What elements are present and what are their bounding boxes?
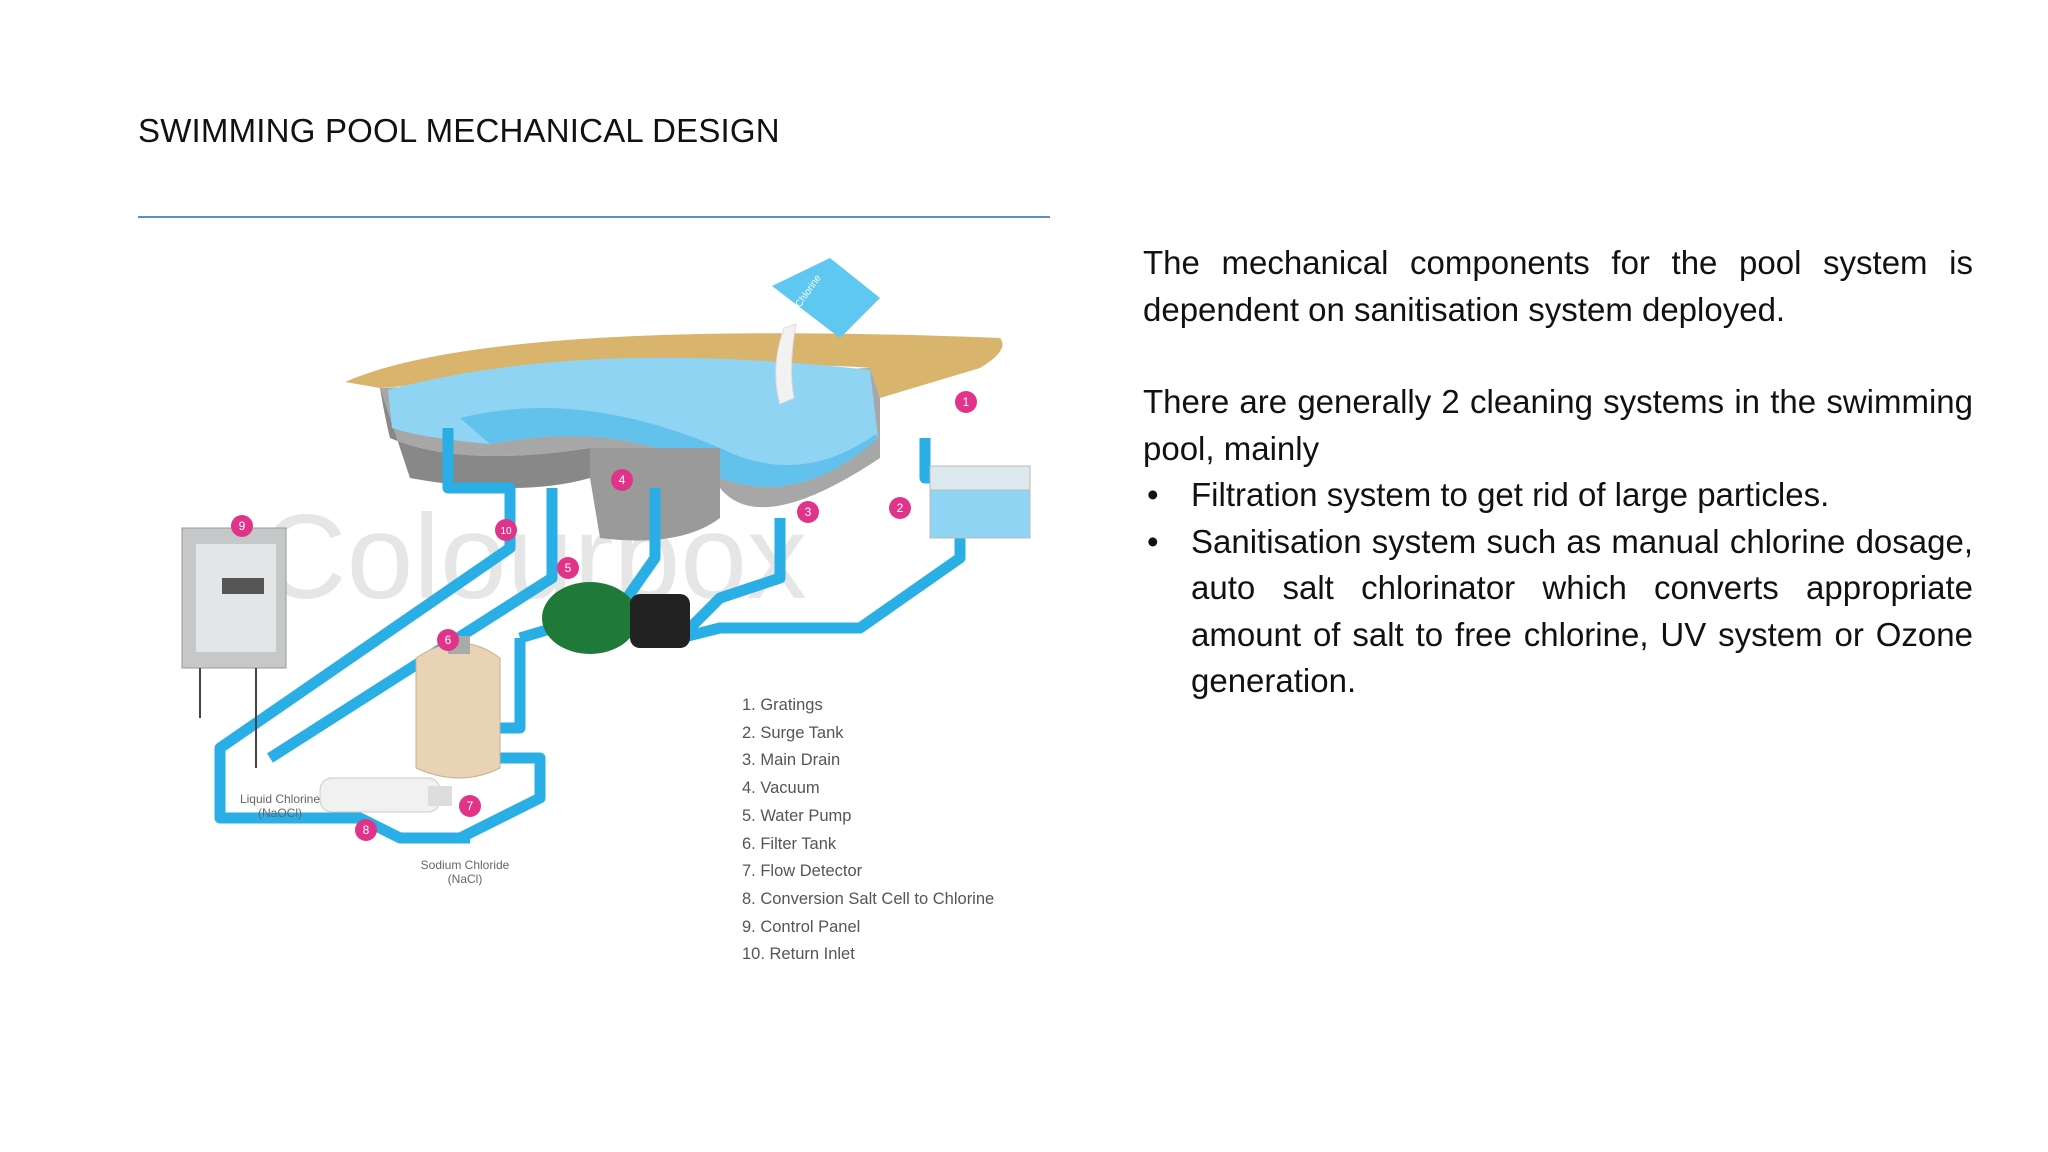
return-pipe-left — [214, 428, 516, 844]
pool-diagram-svg: Colourbox Chlorine — [181, 258, 1031, 844]
control-panel-display — [222, 578, 264, 594]
systems-bullet-list: • Filtration system to get rid of large … — [1143, 472, 1973, 705]
marker-7 — [459, 795, 481, 817]
chlorine-pour — [775, 323, 797, 405]
liquid-chlorine-line-1: Liquid Chlorine — [239, 792, 321, 806]
marker-1 — [955, 391, 977, 413]
watermark-text: Colourbox — [260, 490, 807, 624]
marker-8-text: 8 — [363, 823, 370, 837]
bullet-sanitisation: • Sanitisation system such as manual chl… — [1143, 519, 1973, 705]
marker-9-text: 9 — [239, 519, 246, 533]
marker-10 — [495, 519, 517, 541]
water-pump-motor — [542, 582, 638, 654]
title-underline — [138, 216, 1050, 218]
paragraph-spacer — [1143, 333, 1973, 379]
bullet-filtration: • Filtration system to get rid of large … — [1143, 472, 1973, 519]
control-panel-face — [196, 544, 276, 652]
marker-2-text: 2 — [897, 501, 904, 515]
marker-10-text: 10 — [500, 526, 512, 537]
chlorine-bag — [772, 258, 880, 338]
pool-system-diagram: Colourbox Chlorine — [160, 238, 1040, 978]
marker-2 — [889, 497, 911, 519]
bullet-filtration-text: Filtration system to get rid of large pa… — [1191, 476, 1830, 513]
slide-title: SWIMMING POOL MECHANICAL DESIGN — [138, 112, 780, 149]
sodium-chloride-line-2: (NaCl) — [447, 872, 483, 886]
marker-1-text: 1 — [963, 395, 970, 409]
sodium-chloride-line-1: Sodium Chloride — [420, 858, 510, 872]
diagram-legend: 1. Gratings 2. Surge Tank 3. Main Drain … — [742, 692, 994, 969]
intro-paragraph: The mechanical components for the pool s… — [1143, 244, 1973, 328]
pool-wall-shade — [380, 388, 590, 488]
marker-5-text: 5 — [565, 561, 572, 575]
marker-6-text: 6 — [445, 633, 452, 647]
marker-7-text: 7 — [467, 799, 474, 813]
marker-group: 1 2 3 4 5 6 7 8 9 10 — [231, 391, 977, 841]
marker-3-text: 3 — [805, 505, 812, 519]
surge-tank-pipe — [678, 438, 966, 644]
filter-to-cell-pipe — [457, 752, 546, 843]
legend-item: 8. Conversion Salt Cell to Chlorine — [742, 889, 995, 908]
surge-tank — [929, 485, 1031, 539]
legend-item: 9. Control Panel — [742, 917, 861, 936]
surge-tank-top — [929, 465, 1031, 491]
filter-tank — [415, 642, 501, 779]
water-pump-housing — [630, 594, 690, 648]
pool-water-deep — [460, 408, 878, 487]
marker-3 — [797, 501, 819, 523]
legend-item: 1. Gratings — [742, 696, 823, 714]
liquid-chlorine-label: Liquid Chlorine (NaOCl) — [220, 792, 340, 820]
return-pipe-inlet — [267, 488, 558, 763]
body-text-block: The mechanical components for the pool s… — [1143, 240, 1973, 705]
marker-4-text: 4 — [619, 473, 626, 487]
marker-8 — [355, 819, 377, 841]
legend-item: 2. Surge Tank — [742, 723, 844, 742]
systems-paragraph: There are generally 2 cleaning systems i… — [1143, 383, 1973, 467]
bullet-dot: • — [1147, 522, 1159, 560]
main-drain-pipe — [676, 518, 786, 642]
bullet-sanitisation-text: Sanitisation system such as manual chlor… — [1191, 522, 1973, 700]
liquid-chlorine-line-2: (NaOCl) — [258, 806, 302, 820]
salt-cell-cap — [428, 786, 452, 806]
marker-9 — [231, 515, 253, 537]
marker-5 — [557, 557, 579, 579]
legend-item: 10. Return Inlet — [742, 945, 855, 964]
legend-item: 6. Filter Tank — [742, 834, 837, 853]
sodium-chloride-label: Sodium Chloride (NaCl) — [405, 858, 525, 886]
bullet-dot: • — [1147, 476, 1159, 513]
legend-item: 7. Flow Detector — [742, 862, 863, 881]
marker-4 — [611, 469, 633, 491]
legend-item: 4. Vacuum — [742, 779, 820, 798]
legend-item: 3. Main Drain — [742, 751, 841, 770]
marker-6 — [437, 629, 459, 651]
legend-item: 5. Water Pump — [742, 806, 852, 825]
